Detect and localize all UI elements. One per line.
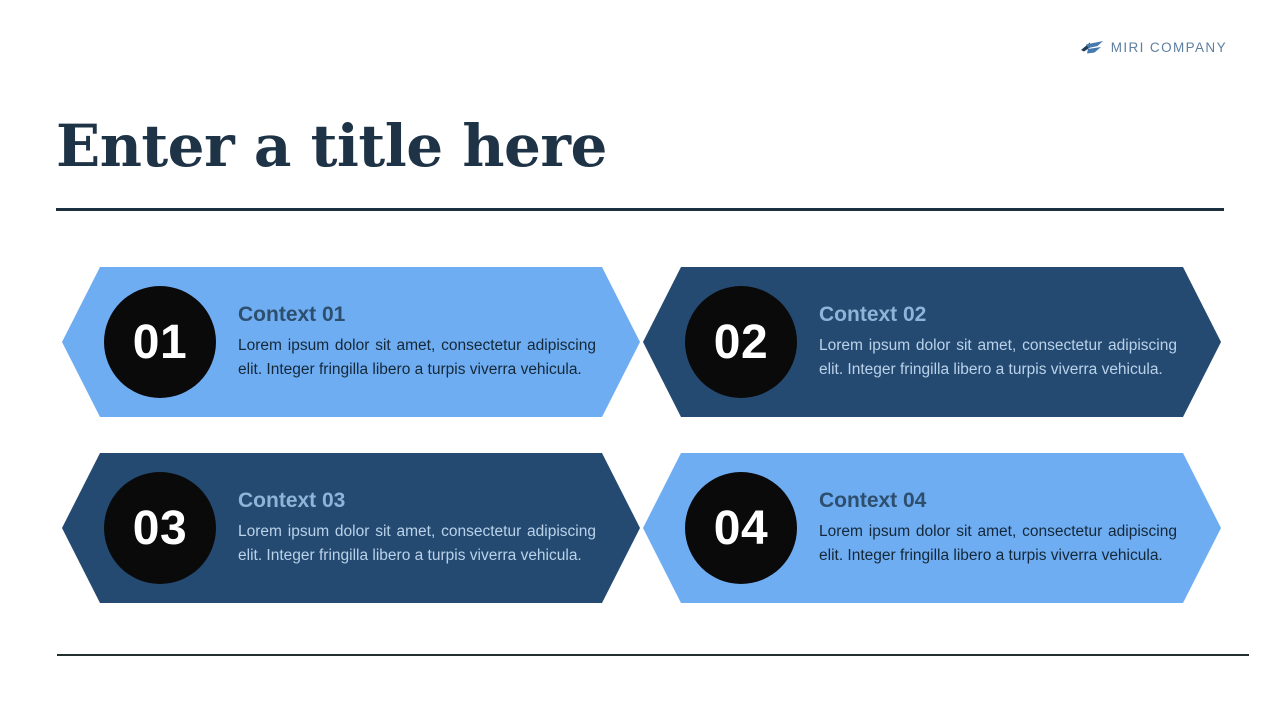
card-content: Context 04 Lorem ipsum dolor sit amet, c… (819, 489, 1177, 567)
context-cards-grid: 01 Context 01 Lorem ipsum dolor sit amet… (62, 267, 1221, 603)
card-body-text: Lorem ipsum dolor sit amet, consectetur … (238, 336, 596, 378)
context-card-01: 01 Context 01 Lorem ipsum dolor sit amet… (62, 267, 640, 417)
title-divider (56, 208, 1224, 211)
card-content: Context 01 Lorem ipsum dolor sit amet, c… (238, 303, 596, 381)
brand-logo: MIRI COMPANY (1080, 39, 1227, 56)
brand-name: MIRI COMPANY (1110, 40, 1227, 55)
bottom-divider (57, 654, 1249, 656)
context-card-02: 02 Context 02 Lorem ipsum dolor sit amet… (643, 267, 1221, 417)
card-body-text: Lorem ipsum dolor sit amet, consectetur … (819, 336, 1177, 378)
card-number-badge: 02 (685, 286, 797, 398)
card-heading: Context 02 (819, 302, 927, 326)
brand-logo-icon (1080, 39, 1104, 56)
card-body-text: Lorem ipsum dolor sit amet, consectetur … (819, 522, 1177, 564)
card-content: Context 03 Lorem ipsum dolor sit amet, c… (238, 489, 596, 567)
card-number-badge: 03 (104, 472, 216, 584)
card-content: Context 02 Lorem ipsum dolor sit amet, c… (819, 303, 1177, 381)
card-heading: Context 01 (238, 302, 346, 326)
page-title: Enter a title here (56, 112, 607, 180)
card-number-badge: 04 (685, 472, 797, 584)
context-card-04: 04 Context 04 Lorem ipsum dolor sit amet… (643, 453, 1221, 603)
card-heading: Context 04 (819, 488, 927, 512)
context-card-03: 03 Context 03 Lorem ipsum dolor sit amet… (62, 453, 640, 603)
card-heading: Context 03 (238, 488, 346, 512)
card-body-text: Lorem ipsum dolor sit amet, consectetur … (238, 522, 596, 564)
card-number-badge: 01 (104, 286, 216, 398)
